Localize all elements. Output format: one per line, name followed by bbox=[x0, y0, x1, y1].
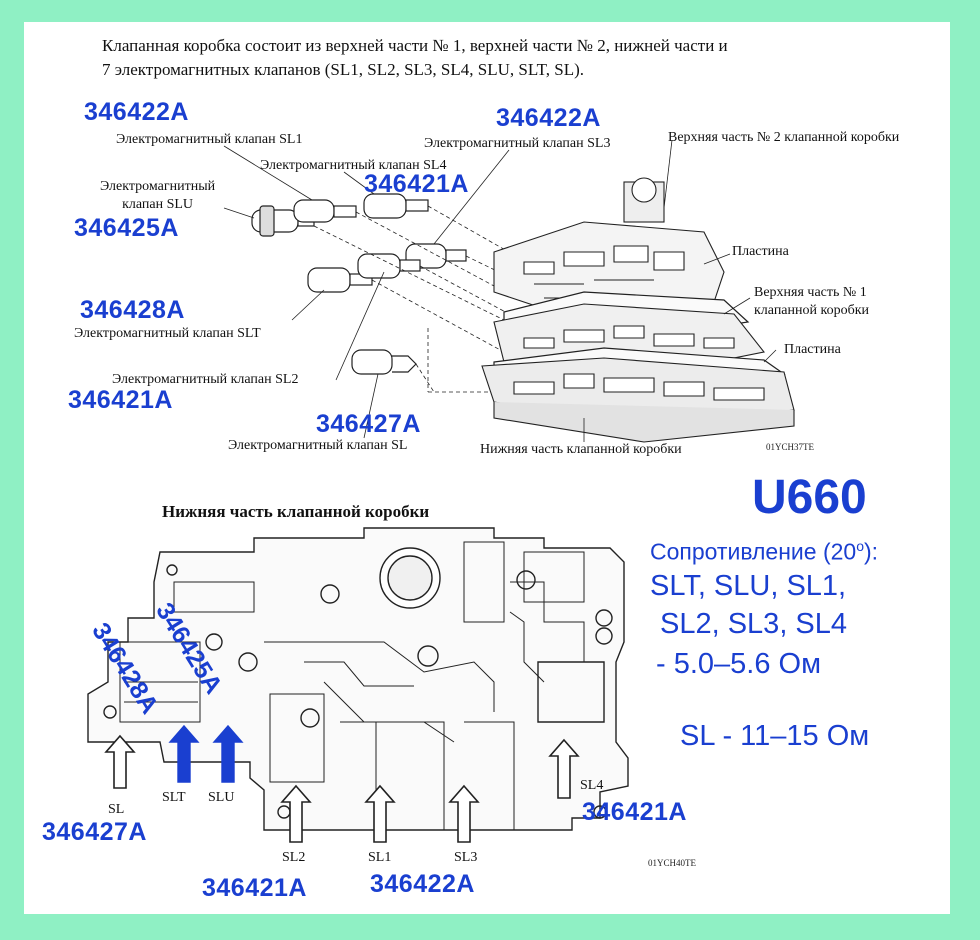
arrow-label-sl3: SL3 bbox=[454, 850, 478, 865]
intro-line-1: Клапанная коробка состоит из верхней час… bbox=[102, 36, 728, 55]
spec-line-3: - 5.0–5.6 Ом bbox=[656, 648, 822, 680]
label-slu-line-2: клапан SLU bbox=[122, 197, 194, 212]
intro-line-2: 7 электромагнитных клапанов (SL1, SL2, S… bbox=[102, 60, 585, 79]
bottom-title: Нижняя часть клапанной коробки bbox=[162, 502, 430, 521]
solenoid-sl2-drawing bbox=[357, 253, 421, 279]
arrow-sl bbox=[104, 734, 136, 789]
label-sl4: Электромагнитный клапан SL4 bbox=[260, 158, 447, 173]
label-sl2: Электромагнитный клапан SL2 bbox=[112, 372, 299, 387]
label-plate-1: Пластина bbox=[732, 244, 789, 259]
exploded-view-drawing bbox=[223, 139, 795, 443]
spec-line-4: SL - 11–15 Ом bbox=[680, 720, 870, 752]
part-number-bottom-sl1-sl3: 346422A bbox=[370, 870, 475, 898]
part-number-sl2: 346421A bbox=[68, 386, 173, 414]
arrow-sl3 bbox=[448, 784, 480, 843]
arrow-slu bbox=[212, 724, 244, 783]
part-number-bottom-sl2: 346421A bbox=[202, 874, 307, 902]
figure-code-top: 01YCH37TE bbox=[766, 442, 814, 452]
lower-body-plan-drawing bbox=[87, 527, 629, 843]
part-number-sl1: 346422A bbox=[84, 98, 189, 126]
spec-line-2: SL2, SL3, SL4 bbox=[660, 608, 848, 640]
arrow-sl1 bbox=[364, 784, 396, 843]
figure-frame: Клапанная коробка состоит из верхней час… bbox=[24, 22, 950, 914]
label-plate-2: Пластина bbox=[784, 342, 841, 357]
resistance-title-suffix: ): bbox=[864, 538, 879, 565]
solenoid-sl4-drawing bbox=[363, 193, 429, 219]
degree-mark: o bbox=[856, 538, 864, 554]
solenoid-slt-drawing bbox=[307, 267, 373, 293]
label-lower-body: Нижняя часть клапанной коробки bbox=[480, 442, 682, 457]
resistance-title: Сопротивление (20o): bbox=[650, 538, 878, 566]
arrow-label-sl: SL bbox=[108, 802, 125, 817]
arrow-slt bbox=[168, 724, 200, 783]
label-upper-body-1-line-1: Верхняя часть № 1 bbox=[754, 285, 867, 300]
arrow-label-sl1: SL1 bbox=[368, 850, 392, 865]
arrow-label-sl2: SL2 bbox=[282, 850, 306, 865]
label-upper-body-1: Верхняя часть № 1 клапанной коробки bbox=[754, 284, 869, 320]
arrow-sl4 bbox=[548, 738, 580, 799]
label-sl3: Электромагнитный клапан SL3 bbox=[424, 136, 611, 151]
label-upper-body-2: Верхняя часть № 2 клапанной коробки bbox=[668, 130, 900, 145]
part-number-slt: 346428A bbox=[80, 296, 185, 324]
label-sl: Электромагнитный клапан SL bbox=[228, 438, 408, 453]
arrow-sl2 bbox=[280, 784, 312, 843]
spec-line-1: SLT, SLU, SL1, bbox=[650, 570, 847, 602]
label-upper-body-1-line-2: клапанной коробки bbox=[754, 303, 870, 318]
solenoid-sl1-drawing bbox=[293, 199, 357, 223]
model-title: U660 bbox=[752, 471, 867, 524]
figure-code-bottom: 01YCH40TE bbox=[648, 858, 696, 868]
part-number-sl4: 346421A bbox=[364, 170, 469, 198]
label-sl1: Электромагнитный клапан SL1 bbox=[116, 132, 303, 147]
resistance-title-text: Сопротивление (20 bbox=[650, 538, 857, 565]
label-slu: Электромагнитный клапан SLU bbox=[100, 178, 215, 214]
part-number-sl3: 346422A bbox=[496, 104, 601, 132]
lower-body-drawing bbox=[481, 357, 795, 443]
label-slt: Электромагнитный клапан SLT bbox=[74, 326, 261, 341]
arrow-label-slt: SLT bbox=[162, 790, 186, 805]
arrow-label-sl4: SL4 bbox=[580, 778, 604, 793]
part-number-bottom-sl4: 346421A bbox=[582, 798, 687, 826]
intro-text: Клапанная коробка состоит из верхней час… bbox=[102, 34, 902, 82]
part-number-slu: 346425A bbox=[74, 214, 179, 242]
part-number-sl: 346427A bbox=[316, 410, 421, 438]
label-slu-line-1: Электромагнитный bbox=[100, 179, 216, 194]
part-number-bottom-sl: 346427A bbox=[42, 818, 147, 846]
arrow-label-slu: SLU bbox=[208, 790, 235, 805]
